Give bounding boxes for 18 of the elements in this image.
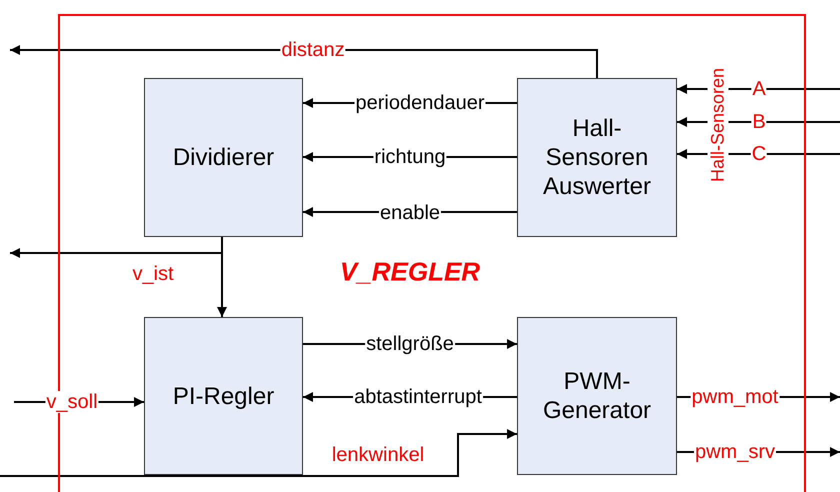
block-box [144,317,303,475]
edge-label: v_soll [45,391,99,413]
arrow [0,429,517,477]
edge-label: richtung [373,146,447,168]
arrow [217,237,227,317]
module-title: V_REGLER [340,256,480,288]
edge-label: periodendauer [354,92,486,114]
edge-label: abtastinterrupt [353,386,483,408]
block-box [144,78,303,237]
block-label: PI-Regler [172,382,274,410]
block-label: PWM- Generator [542,367,652,425]
arrow [10,45,598,78]
block-label: Hall- Sensoren Auswerter [542,114,652,201]
block-box [517,317,677,475]
block-label: Dividierer [172,143,274,172]
edge-label: stellgröße [365,333,455,355]
block-box [517,78,677,237]
edge-label: v_ist [131,263,175,285]
